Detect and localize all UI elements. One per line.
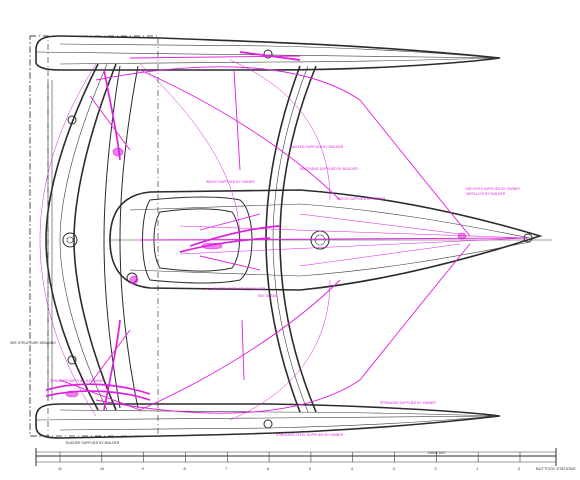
label-structure: SEE STRUCTURE DRAWING bbox=[10, 341, 56, 345]
hardware-fitting bbox=[201, 242, 223, 250]
scale-tick-label: 9 bbox=[142, 466, 145, 471]
winch-fitting bbox=[67, 355, 77, 365]
label-masthead: MASTHEAD SUPPLIED BY BUILDER bbox=[300, 167, 358, 171]
label-pad-eyes-1: PAD EYES SUPPLIED BY OWNER bbox=[466, 187, 520, 191]
scale-bar bbox=[35, 448, 557, 466]
label-painted: PAINTED SUPPLIED BY BUILDER bbox=[290, 145, 344, 149]
scale-tick-label: 10 bbox=[100, 466, 105, 471]
scale-tick-label: 2 bbox=[434, 466, 437, 471]
cockpit bbox=[142, 196, 253, 284]
scale-right-caption: BUTTOCK STATIONS bbox=[536, 466, 576, 471]
scale-left-caption: DWG NO. bbox=[428, 450, 446, 455]
label-sheets: ALL SHEETS SUPPLIED BY BUILDER bbox=[206, 287, 266, 291]
scale-tick-label: 3 bbox=[393, 466, 396, 471]
scale-tick-label: 5 bbox=[309, 466, 312, 471]
hardware-fitting bbox=[65, 390, 79, 398]
scale-tick-label: 1 bbox=[476, 466, 479, 471]
label-winch: WINCH SUPPLIED BY OWNER bbox=[206, 180, 255, 184]
scale-tick-label: 11 bbox=[58, 466, 63, 471]
winch-fitting bbox=[67, 115, 77, 125]
winch-fitting bbox=[62, 232, 78, 248]
label-detail: SEE DETAIL bbox=[258, 294, 277, 298]
drawing-labels: WINCH SUPPLIED BY OWNER MASTHEAD SUPPLIE… bbox=[10, 145, 520, 445]
winch-fitting bbox=[263, 419, 273, 429]
hardware-fitting bbox=[129, 275, 139, 285]
label-rudder: RUDDER SUPPLIED BY BUILDER bbox=[66, 441, 120, 445]
bottom-ama bbox=[35, 403, 501, 439]
scale-tick-label: 6 bbox=[267, 466, 270, 471]
scale-tick-label: 7 bbox=[225, 466, 228, 471]
label-traveler: TRAVELER SUPPLIED BY OWNER bbox=[50, 379, 105, 383]
label-pad-eyes-2: INSTALLED BY BUILDER bbox=[466, 192, 506, 196]
hardware-fitting bbox=[457, 232, 467, 240]
hardware-fitting bbox=[112, 147, 124, 157]
winch-fitting bbox=[263, 49, 273, 59]
rigging-annotations bbox=[39, 51, 529, 421]
label-hatch: HATCH SUPPLIED BY OWNER bbox=[337, 197, 386, 201]
label-spreader: SPREADER SUPPLIED BY OWNER bbox=[380, 401, 436, 405]
scale-tick-label: 8 bbox=[183, 466, 186, 471]
front-beam bbox=[45, 63, 99, 411]
scale-tick-label: 4 bbox=[351, 466, 354, 471]
main-hull bbox=[109, 189, 543, 291]
hull-lines bbox=[29, 35, 557, 466]
label-stainless: STAINLESS STEEL SUPPLIED BY OWNER bbox=[276, 433, 344, 437]
scale-tick-label: 0 bbox=[518, 466, 521, 471]
